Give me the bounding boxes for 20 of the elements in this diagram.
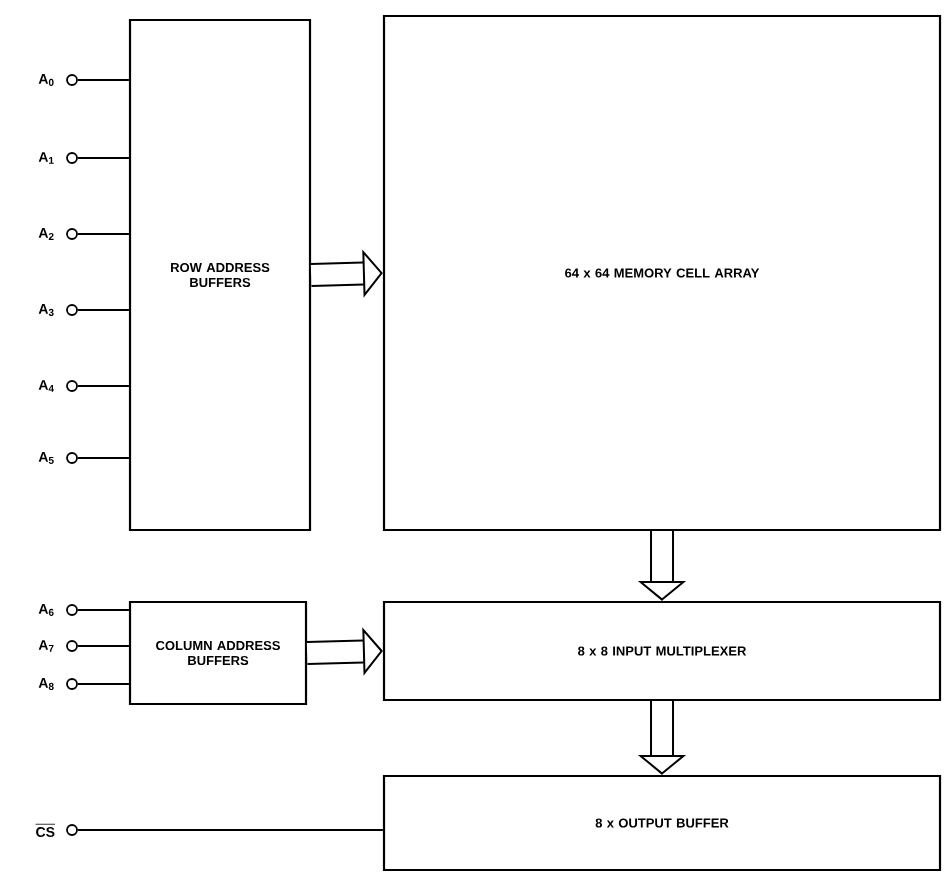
signal-line (77, 156, 129, 160)
pin-terminal (66, 824, 78, 836)
signal-line (77, 456, 129, 460)
pin-terminal (66, 74, 78, 86)
signal-line (77, 78, 129, 82)
pin-terminal (66, 152, 78, 164)
pin-terminal (66, 678, 78, 690)
pin-terminal (66, 228, 78, 240)
pin-terminal (66, 380, 78, 392)
signal-line (77, 644, 129, 648)
signal-line (77, 828, 383, 832)
pin-terminal (66, 452, 78, 464)
pin-terminal (66, 640, 78, 652)
signal-line (77, 384, 129, 388)
signal-line (77, 232, 129, 236)
signal-line (77, 682, 129, 686)
pin-terminal (66, 304, 78, 316)
signal-line (77, 608, 129, 612)
signal-line (77, 308, 129, 312)
pin-terminal (66, 604, 78, 616)
